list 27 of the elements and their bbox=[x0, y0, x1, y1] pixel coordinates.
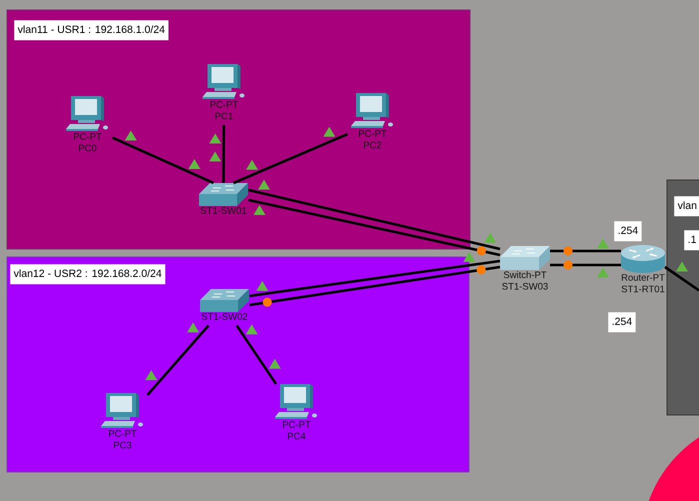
connection-line bbox=[248, 198, 500, 256]
device-label: Router-PT ST1-RT01 bbox=[622, 274, 665, 292]
ip-label: .1 bbox=[684, 230, 699, 250]
connection-line bbox=[236, 324, 278, 385]
device-label: PC-PT PC0 bbox=[74, 133, 102, 152]
connection-line bbox=[222, 124, 226, 183]
connection-line bbox=[550, 264, 621, 266]
device-label: PC-PT PC4 bbox=[283, 421, 311, 440]
device-label: PC-PT PC3 bbox=[109, 430, 137, 448]
device-label: ST1-SW02 bbox=[202, 313, 248, 320]
connection-line bbox=[249, 260, 500, 298]
device-label: Switch-PT ST1-SW03 bbox=[502, 271, 548, 290]
connection-line bbox=[112, 136, 214, 184]
device-label: PC-PT PC1 bbox=[210, 101, 238, 120]
device-label: ST1-SW01 bbox=[200, 207, 246, 214]
connection-line bbox=[233, 132, 348, 184]
connection-line bbox=[249, 266, 500, 306]
ip-label: .254 bbox=[614, 221, 642, 242]
area-title: vlan12 - USR2 : 192.168.2.0/24 bbox=[10, 264, 166, 284]
connection-line bbox=[146, 324, 210, 396]
device-label: PC-PT PC2 bbox=[359, 130, 387, 148]
connection-line bbox=[664, 266, 699, 292]
connection-line bbox=[550, 250, 621, 252]
area-title: vlan11 - USR1 : 192.168.1.0/24 bbox=[14, 20, 168, 40]
connection-line bbox=[248, 188, 500, 250]
area-title: vlan bbox=[674, 196, 699, 216]
ip-label: .254 bbox=[608, 312, 636, 332]
